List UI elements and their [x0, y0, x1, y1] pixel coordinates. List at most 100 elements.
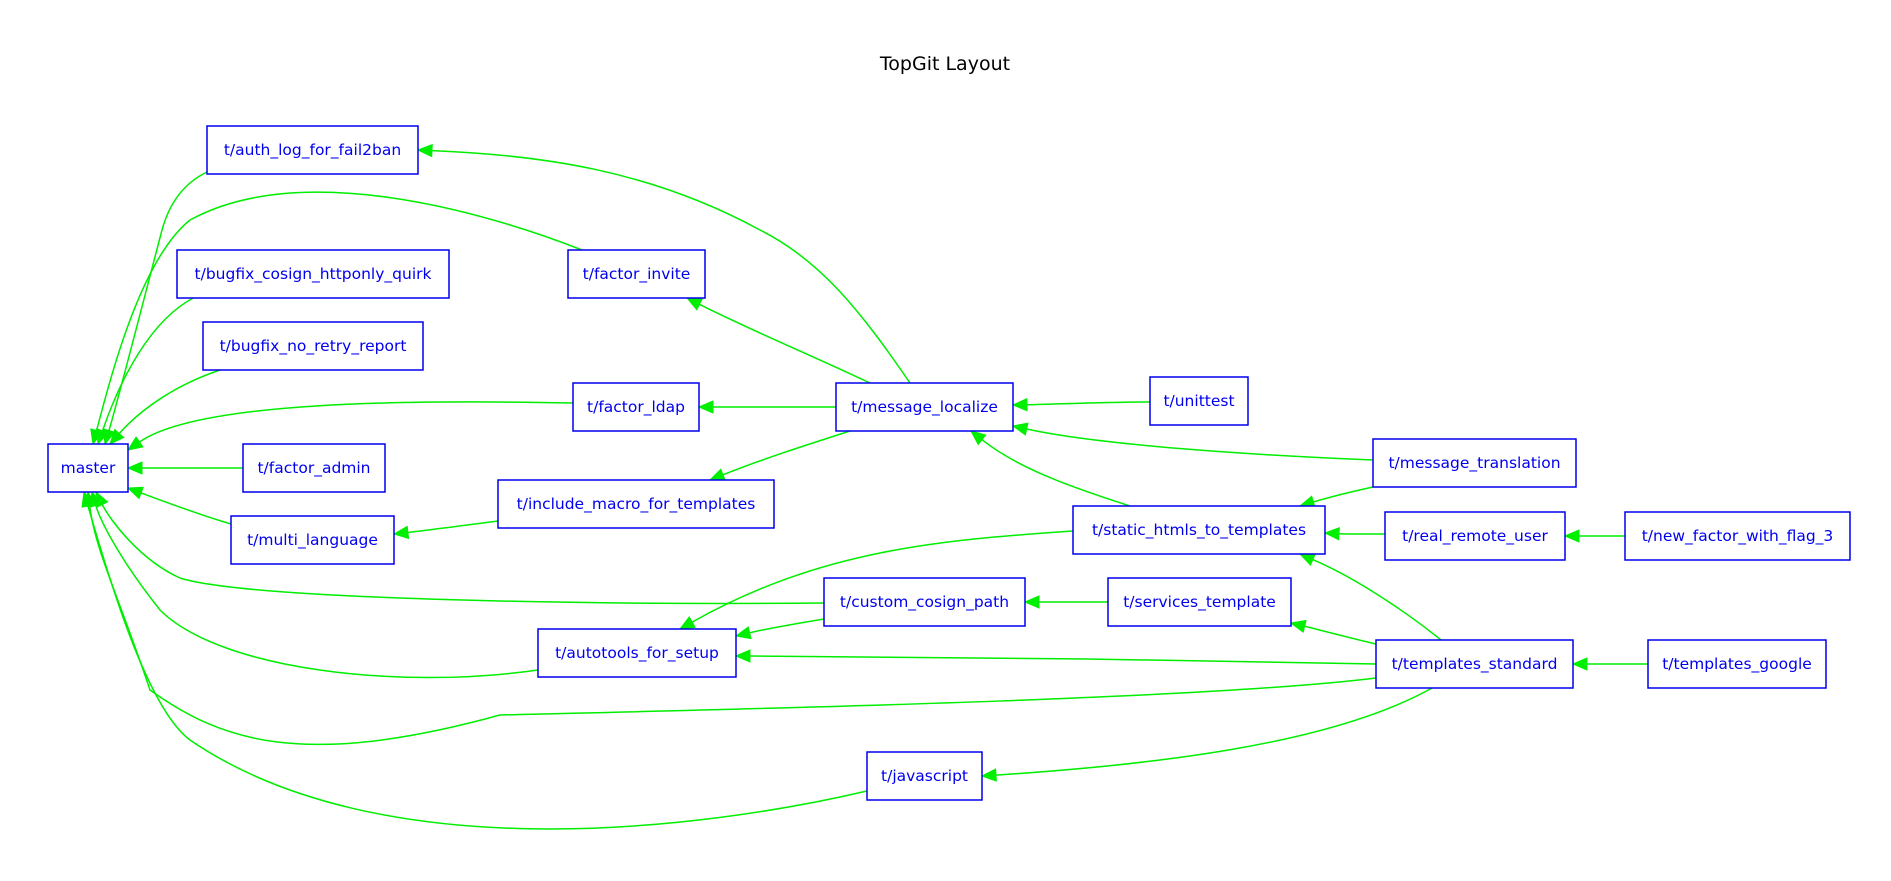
node-box-factor_invite: [567, 249, 706, 299]
node-autotools: t/autotools_for_setup: [537, 628, 737, 678]
edge-arrowhead-message_localize-to-auth_log: [416, 143, 433, 158]
node-box-new_factor: [1624, 511, 1851, 561]
edge-arrowhead-factor_ldap-to-master: [126, 436, 144, 451]
node-message_localize: t/message_localize: [835, 382, 1014, 432]
edge-templates_standard-to-master: [88, 505, 1377, 746]
edge-arrowhead-factor_invite-to-master: [90, 428, 104, 446]
edge-unittest-to-message_localize: [1026, 401, 1151, 406]
node-new_factor: t/new_factor_with_flag_3: [1624, 511, 1851, 561]
node-box-message_translation: [1372, 438, 1577, 488]
edge-message_translation-to-static_htmls: [1313, 486, 1374, 503]
edge-arrowhead-message_localize-to-include_macro: [708, 468, 726, 481]
edge-arrowhead-real_remote_user-to-static_htmls: [1323, 526, 1340, 541]
edge-templates_standard-to-services_template: [1304, 625, 1377, 645]
edge-javascript-to-master: [87, 505, 868, 830]
edge-multi_language-to-master: [140, 492, 232, 525]
node-message_translation: t/message_translation: [1372, 438, 1577, 488]
node-box-bugfix_retry: [202, 321, 424, 371]
edges-layer: [81, 143, 1648, 830]
node-master: master: [47, 443, 129, 493]
node-box-javascript: [866, 751, 983, 801]
node-label-real_remote_user: t/real_remote_user: [1402, 527, 1548, 546]
edge-message_localize-to-include_macro: [722, 430, 851, 476]
node-box-custom_cosign: [823, 577, 1026, 627]
node-label-message_localize: t/message_localize: [851, 398, 998, 417]
edge-message_localize-to-auth_log: [431, 149, 911, 384]
node-label-javascript: t/javascript: [881, 767, 968, 785]
edge-custom_cosign-to-autotools: [749, 618, 825, 634]
node-factor_admin: t/factor_admin: [242, 443, 386, 493]
node-box-auth_log: [206, 125, 419, 175]
node-javascript: t/javascript: [866, 751, 983, 801]
node-label-master: master: [61, 459, 116, 477]
node-label-factor_admin: t/factor_admin: [257, 459, 370, 478]
node-label-message_translation: t/message_translation: [1388, 454, 1560, 473]
node-auth_log: t/auth_log_for_fail2ban: [206, 125, 419, 175]
node-include_macro: t/include_macro_for_templates: [497, 479, 775, 529]
edge-arrowhead-static_htmls-to-autotools: [678, 615, 696, 630]
node-real_remote_user: t/real_remote_user: [1384, 511, 1566, 561]
edge-factor_invite-to-master: [95, 191, 583, 431]
node-box-master: [47, 443, 129, 493]
node-unittest: t/unittest: [1149, 376, 1249, 426]
edge-arrowhead-message_localize-to-factor_invite: [685, 297, 703, 311]
node-label-bugfix_retry: t/bugfix_no_retry_report: [220, 337, 407, 356]
node-label-templates_standard: t/templates_standard: [1392, 655, 1558, 674]
node-label-templates_google: t/templates_google: [1662, 655, 1812, 674]
node-label-include_macro: t/include_macro_for_templates: [517, 495, 756, 514]
node-box-include_macro: [497, 479, 775, 529]
node-box-bugfix_cosign: [176, 249, 450, 299]
node-custom_cosign: t/custom_cosign_path: [823, 577, 1026, 627]
edge-arrowhead-javascript-to-master: [81, 490, 95, 508]
node-label-static_htmls: t/static_htmls_to_templates: [1092, 521, 1306, 540]
node-label-services_template: t/services_template: [1123, 593, 1276, 612]
node-templates_standard: t/templates_standard: [1375, 639, 1574, 689]
edge-templates_standard-to-static_htmls: [1312, 558, 1442, 641]
edge-arrowhead-custom_cosign-to-autotools: [734, 626, 752, 640]
node-bugfix_cosign: t/bugfix_cosign_httponly_quirk: [176, 249, 450, 299]
node-box-services_template: [1107, 577, 1292, 627]
node-label-factor_invite: t/factor_invite: [583, 265, 691, 284]
node-bugfix_retry: t/bugfix_no_retry_report: [202, 321, 424, 371]
node-box-multi_language: [230, 515, 395, 565]
edge-message_translation-to-message_localize: [1026, 428, 1374, 461]
edge-static_htmls-to-autotools: [691, 530, 1074, 623]
edge-arrowhead-templates_standard-to-javascript: [980, 768, 997, 782]
node-label-autotools: t/autotools_for_setup: [555, 644, 719, 663]
edge-arrowhead-factor_admin-to-master: [126, 461, 143, 475]
edge-static_htmls-to-message_localize: [981, 439, 1131, 507]
edge-arrowhead-multi_language-to-master: [126, 486, 144, 500]
edge-arrowhead-include_macro-to-multi_language: [392, 525, 410, 540]
diagram-title: TopGit Layout: [879, 53, 1010, 75]
edge-include_macro-to-multi_language: [407, 520, 499, 534]
node-label-bugfix_cosign: t/bugfix_cosign_httponly_quirk: [195, 265, 432, 284]
node-box-message_localize: [835, 382, 1014, 432]
node-label-multi_language: t/multi_language: [247, 531, 378, 550]
edge-arrowhead-message_translation-to-message_localize: [1011, 422, 1029, 436]
node-box-autotools: [537, 628, 737, 678]
node-label-unittest: t/unittest: [1163, 392, 1234, 410]
node-box-templates_standard: [1375, 639, 1574, 689]
edge-autotools-to-master: [95, 505, 539, 679]
node-box-templates_google: [1647, 639, 1827, 689]
node-label-auth_log: t/auth_log_for_fail2ban: [224, 141, 401, 160]
node-label-new_factor: t/new_factor_with_flag_3: [1642, 527, 1834, 546]
edge-arrowhead-unittest-to-message_localize: [1011, 397, 1028, 412]
edge-factor_ldap-to-master: [139, 401, 574, 443]
edge-templates_standard-to-autotools: [749, 655, 1377, 665]
node-static_htmls: t/static_htmls_to_templates: [1072, 505, 1326, 555]
edge-message_localize-to-factor_invite: [699, 303, 871, 384]
node-label-custom_cosign: t/custom_cosign_path: [840, 593, 1009, 612]
edge-bugfix_cosign-to-master: [101, 296, 196, 432]
edge-arrowhead-message_localize-to-factor_ldap: [697, 400, 714, 414]
edge-arrowhead-new_factor-to-real_remote_user: [1563, 529, 1580, 543]
edge-arrowhead-static_htmls-to-message_localize: [970, 430, 987, 446]
node-box-factor_admin: [242, 443, 386, 493]
node-label-factor_ldap: t/factor_ldap: [587, 398, 685, 417]
node-services_template: t/services_template: [1107, 577, 1292, 627]
nodes-layer: master t/auth_log_for_fail2ban t/bugfix_co…: [47, 125, 1851, 801]
edge-arrowhead-bugfix_retry-to-master: [109, 428, 125, 445]
edge-custom_cosign-to-master: [101, 504, 825, 605]
edge-arrowhead-custom_cosign-to-master: [95, 490, 109, 508]
